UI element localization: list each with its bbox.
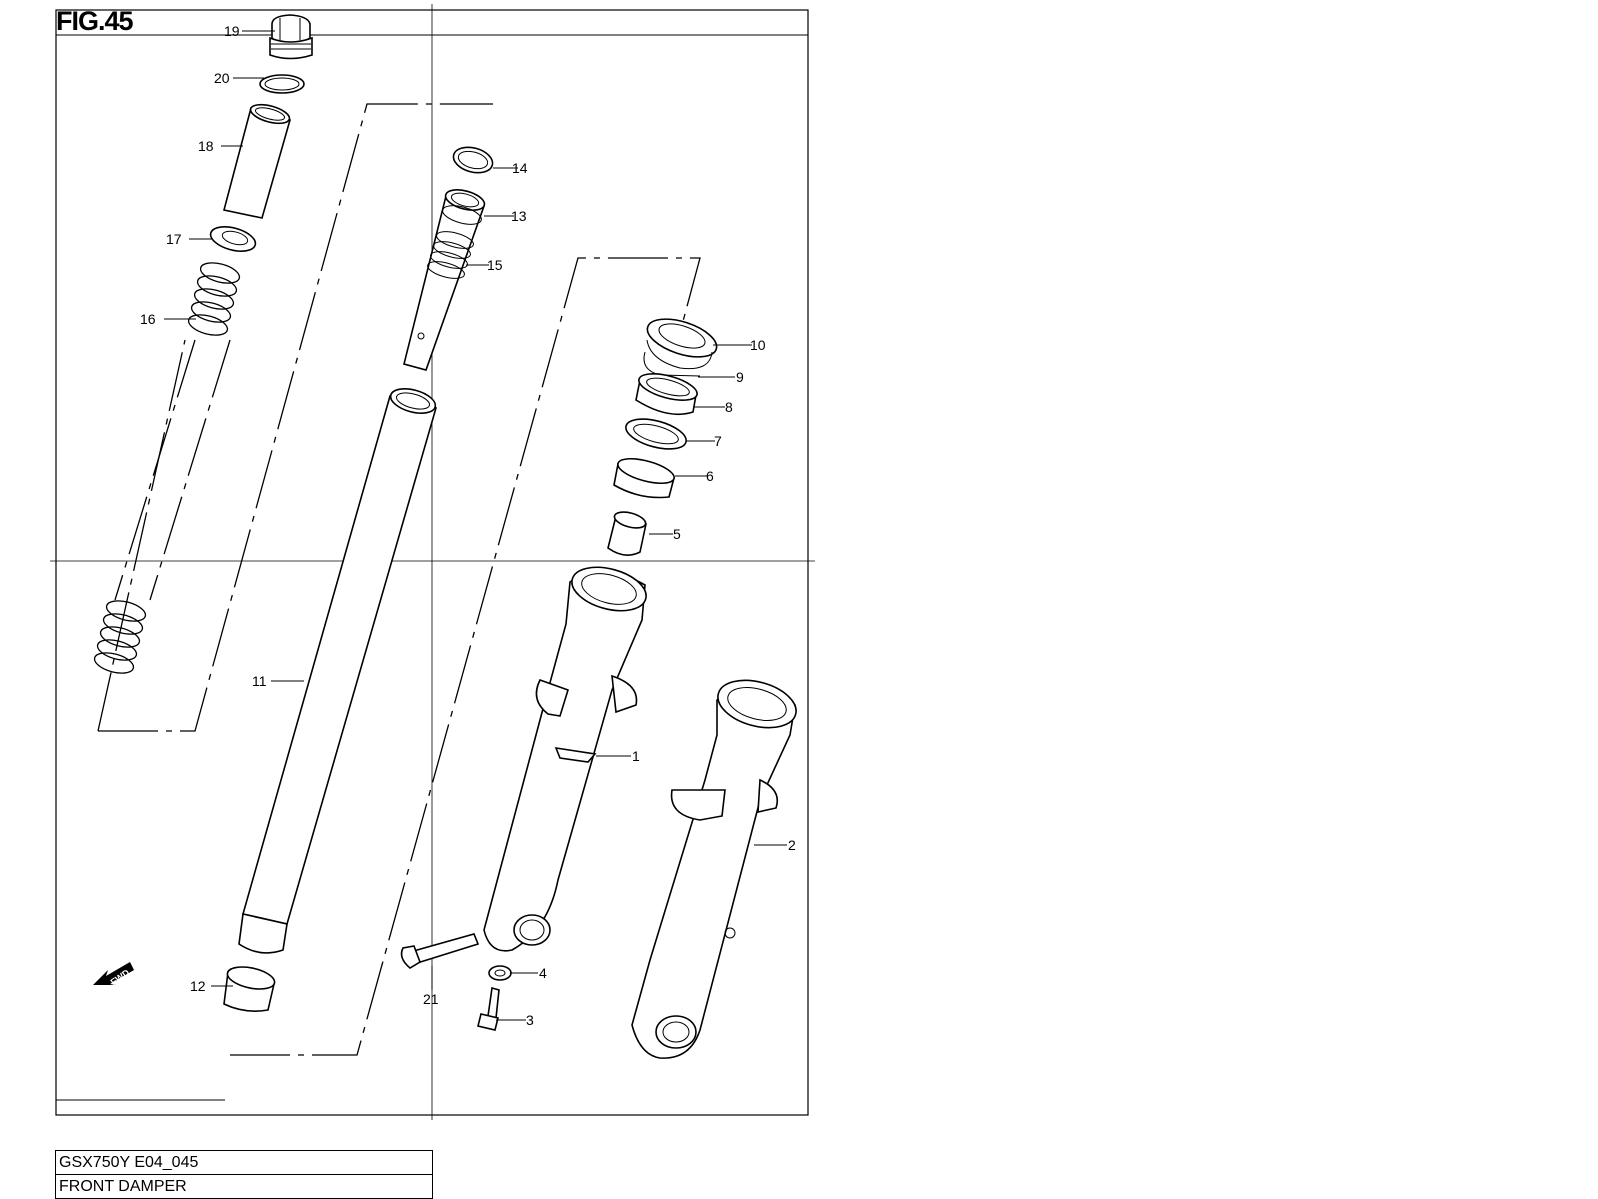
- washer-4: [488, 965, 512, 981]
- callout-1: 1: [632, 748, 640, 764]
- cap-bolt-19: [269, 14, 313, 60]
- callout-16: 16: [140, 311, 156, 327]
- group-bracket-right: [230, 257, 701, 1056]
- bushing-7: [625, 418, 687, 450]
- callout-3: 3: [526, 1012, 534, 1028]
- callout-13: 13: [511, 208, 527, 224]
- drain-bolt-3: [477, 986, 500, 1031]
- damper-rod-13: [403, 189, 486, 371]
- callout-2: 2: [788, 837, 796, 853]
- model-code: GSX750Y E04_045: [55, 1150, 433, 1175]
- callout-12: 12: [190, 978, 206, 994]
- callout-14: 14: [512, 160, 528, 176]
- callout-4: 4: [539, 965, 547, 981]
- washer-8: [635, 373, 698, 416]
- info-row-part: FRONT DAMPER: [55, 1174, 433, 1199]
- callout-18: 18: [198, 138, 214, 154]
- outer-tube-2: [631, 679, 797, 1059]
- bushing-6: [613, 457, 675, 499]
- oil-lock-piece-5: [607, 511, 647, 556]
- callout-9: 9: [736, 369, 744, 385]
- washer-17: [209, 226, 257, 252]
- callout-5: 5: [673, 526, 681, 542]
- callout-20: 20: [214, 70, 230, 86]
- leader-lines: [164, 30, 787, 1021]
- info-table: GSX750Y E04_045 FRONT DAMPER: [55, 1150, 433, 1199]
- part-name: FRONT DAMPER: [55, 1174, 433, 1199]
- callout-8: 8: [725, 399, 733, 415]
- bushing-12: [223, 966, 276, 1012]
- callout-6: 6: [706, 468, 714, 484]
- callout-15: 15: [487, 257, 503, 273]
- info-row-model: GSX750Y E04_045: [55, 1150, 433, 1175]
- callout-11: 11: [252, 673, 267, 689]
- spring-16: [93, 262, 241, 674]
- ring-14: [452, 146, 494, 174]
- group-bracket-left: [98, 103, 493, 732]
- figure-title: FIG.45: [56, 6, 134, 36]
- callout-17: 17: [166, 231, 182, 247]
- inner-tube-11: [238, 388, 437, 954]
- callout-21: 21: [423, 991, 439, 1007]
- oil-seal-10: [646, 318, 718, 370]
- bolt-21: [400, 933, 480, 969]
- spacer-18: [223, 103, 291, 219]
- callout-10: 10: [750, 337, 766, 353]
- outer-tube-1: [483, 566, 647, 952]
- callout-19: 19: [224, 23, 240, 39]
- bracket-left-lower: [97, 339, 186, 732]
- callout-7: 7: [714, 433, 722, 449]
- fwd-arrow-icon: FWD: [93, 962, 134, 987]
